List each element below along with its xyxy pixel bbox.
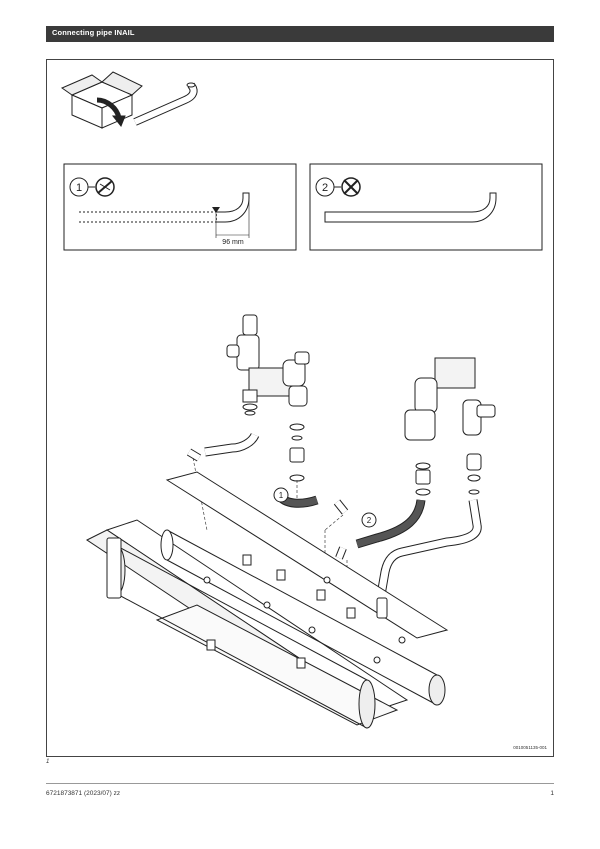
svg-text:1: 1 (279, 491, 284, 500)
connecting-pipes (186, 432, 482, 596)
header-title: Connecting pipe INAIL (52, 28, 135, 37)
panel-cut-pipe: 1 96 mm (63, 163, 297, 251)
callout-1: 1 (273, 487, 289, 503)
pump-group-right (404, 357, 496, 496)
callout-2: 2 (361, 512, 377, 528)
header-bar: Connecting pipe INAIL (46, 26, 554, 42)
manifold-frame (86, 471, 449, 729)
svg-text:2: 2 (367, 516, 372, 525)
dimension-label: 96 mm (222, 239, 244, 246)
figure-code: 0010051135-001 (513, 745, 547, 750)
panel-2-number: 2 (322, 182, 328, 194)
panel-no-cut: 2 (309, 163, 543, 251)
panel-1-number: 1 (76, 182, 82, 194)
assembly-illustration: 1 96 mm 2 (60, 71, 543, 729)
illustration-frame: 1 96 mm 2 (46, 59, 554, 757)
document-reference: 6721873871 (2023/07) zz (46, 790, 121, 797)
figure-number: 1 (46, 759, 50, 765)
footer-divider (46, 783, 554, 784)
pump-group-left (226, 314, 310, 482)
pipe-icon (133, 82, 198, 126)
package-icon (60, 71, 143, 129)
page-number: 1 (550, 790, 554, 797)
